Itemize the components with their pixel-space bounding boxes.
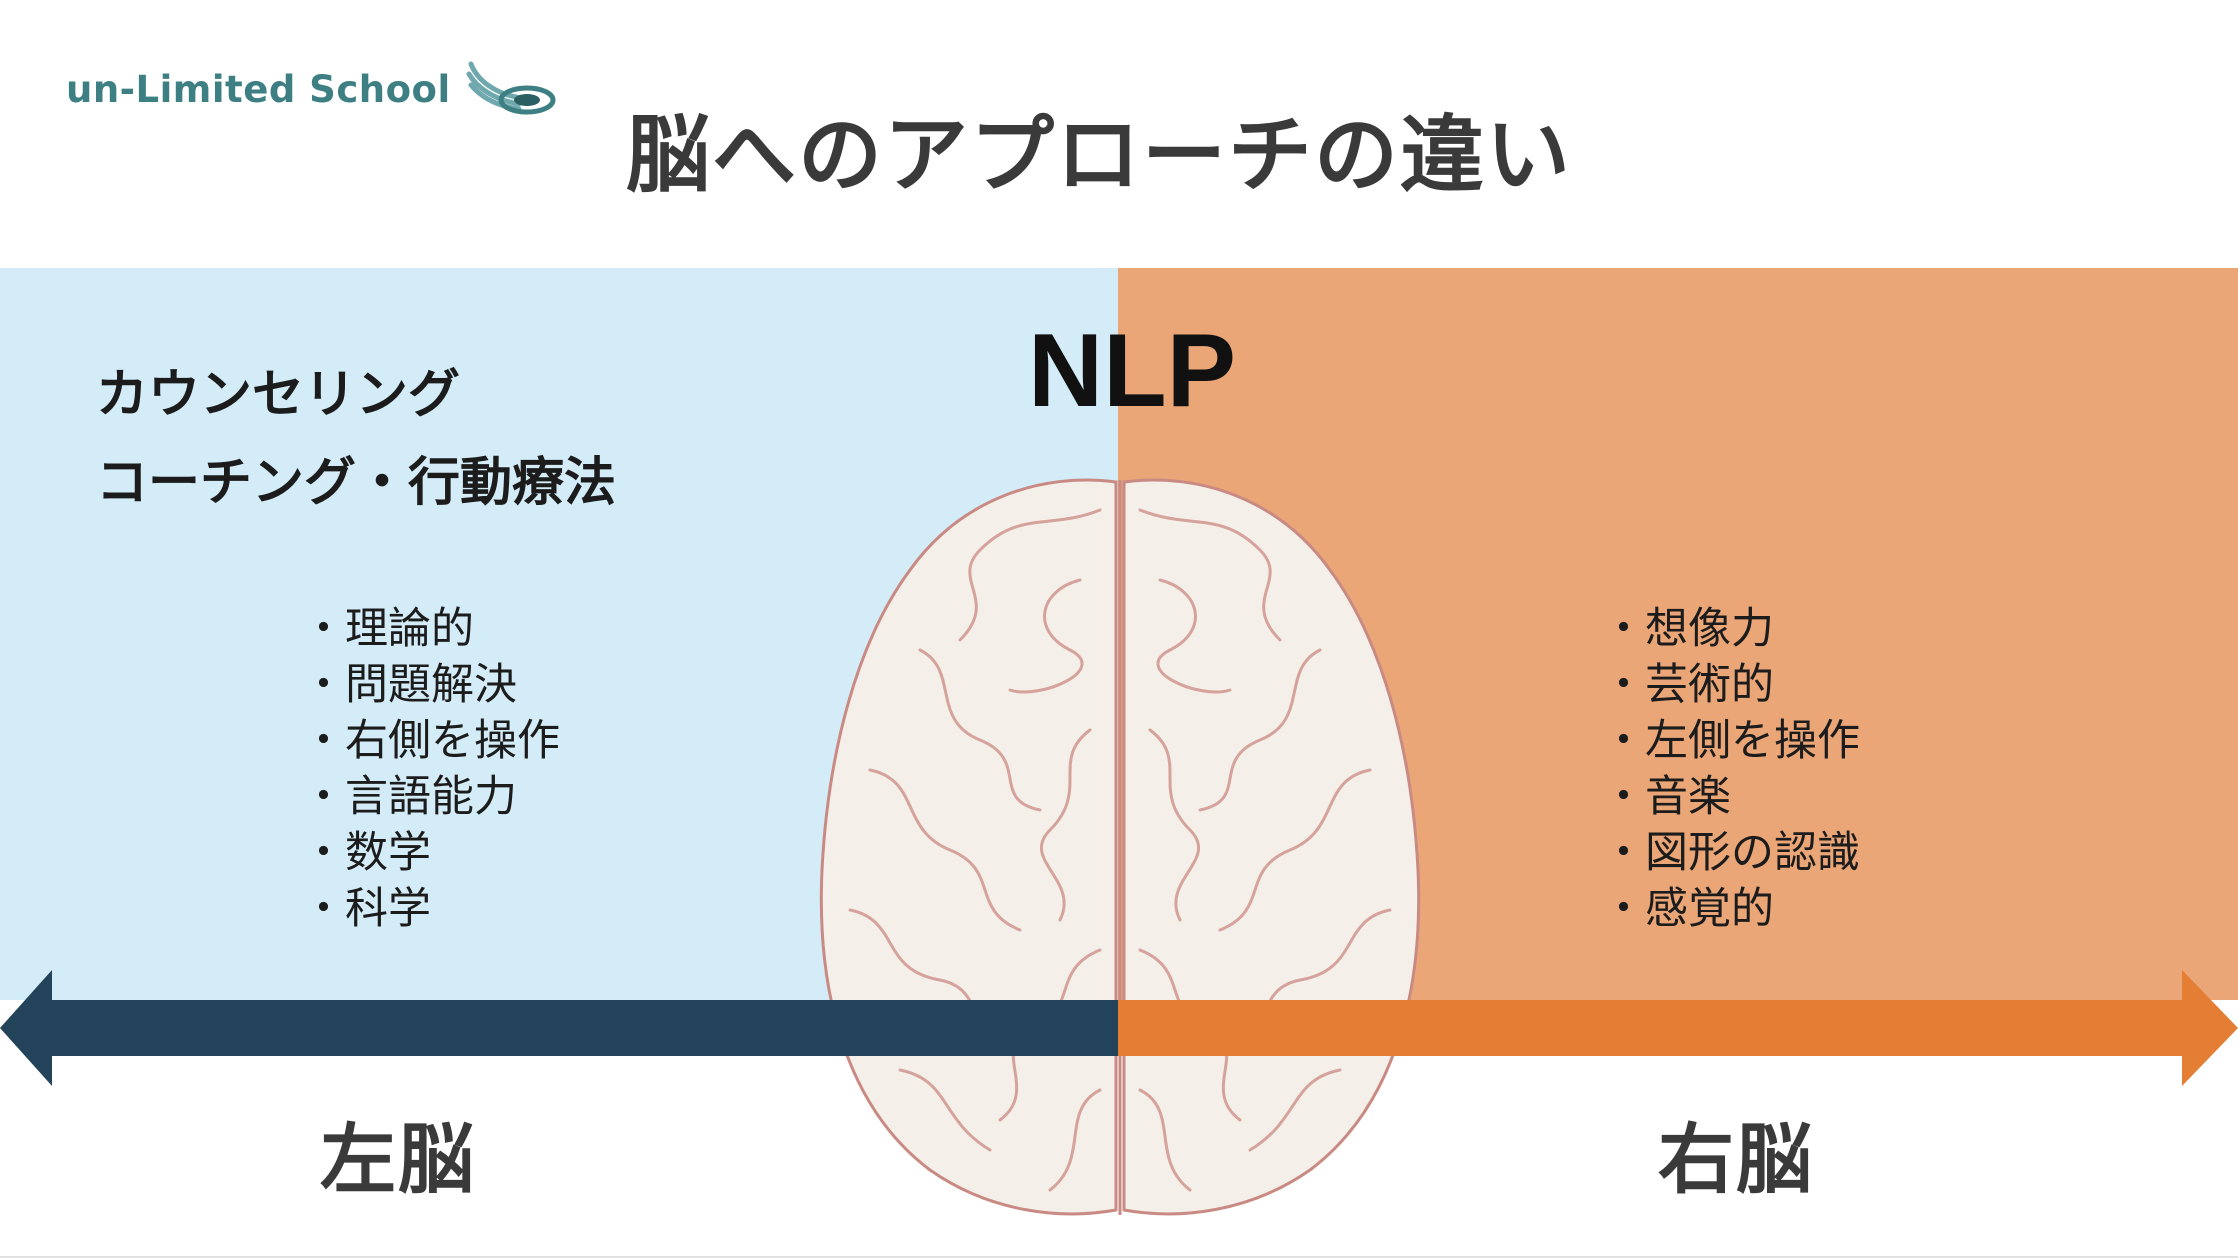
right-brain-traits: 想像力 芸術的 左側を操作 音楽 図形の認識 感覚的 bbox=[1602, 601, 1860, 937]
method-counseling: カウンセリング bbox=[96, 365, 461, 425]
left-arrow bbox=[0, 970, 1118, 1086]
right-trait-item: 芸術的 bbox=[1602, 657, 1860, 713]
brand-header: un-Limited School bbox=[66, 58, 557, 120]
method-coaching: コーチング・行動療法 bbox=[96, 453, 617, 513]
left-trait-item: 科学 bbox=[302, 881, 560, 937]
left-trait-item: 問題解決 bbox=[302, 657, 560, 713]
left-trait-item: 理論的 bbox=[302, 601, 560, 657]
left-trait-item: 右側を操作 bbox=[302, 713, 560, 769]
right-trait-item: 左側を操作 bbox=[1602, 713, 1860, 769]
nlp-label: NLP bbox=[1028, 313, 1236, 429]
right-trait-item: 図形の認識 bbox=[1602, 825, 1860, 881]
brand-logo-icon bbox=[466, 61, 556, 115]
right-trait-item: 感覚的 bbox=[1602, 881, 1860, 937]
left-trait-item: 数学 bbox=[302, 825, 560, 881]
brain-illustration bbox=[819, 478, 1421, 1216]
right-arrow bbox=[1118, 970, 2238, 1086]
right-brain-label: 右脳 bbox=[1658, 1115, 1814, 1204]
right-trait-item: 想像力 bbox=[1602, 601, 1860, 657]
hemisphere-arrow bbox=[0, 970, 2238, 1086]
right-trait-item: 音楽 bbox=[1602, 769, 1860, 825]
left-brain-label: 左脳 bbox=[320, 1115, 476, 1204]
left-trait-item: 言語能力 bbox=[302, 769, 560, 825]
brand-name: un-Limited School bbox=[66, 67, 451, 111]
bottom-divider bbox=[0, 1256, 2238, 1258]
page-title: 脳へのアプローチの違い bbox=[625, 106, 1572, 204]
left-brain-traits: 理論的 問題解決 右側を操作 言語能力 数学 科学 bbox=[302, 601, 560, 937]
